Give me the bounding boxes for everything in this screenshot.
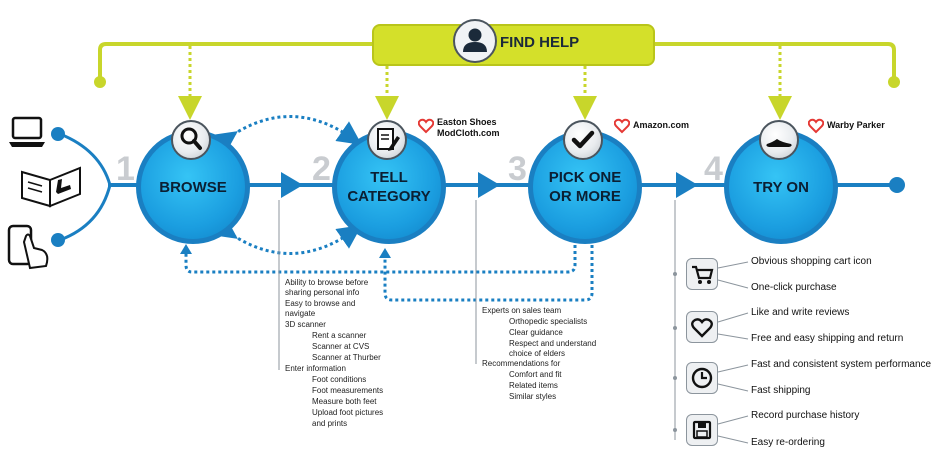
stage-browse-label: BROWSE (159, 178, 227, 196)
note-line: navigate (285, 309, 316, 318)
note-line: 3D scanner (285, 320, 326, 329)
note-line: Rent a scanner (312, 331, 367, 340)
note-line: Foot conditions (312, 375, 367, 384)
note-line: Easy to browse and (285, 299, 356, 308)
benefit-item: Fast and consistent system performance (751, 359, 932, 370)
benefit-item: Like and write reviews (751, 307, 850, 318)
tablet-hand-icon (6, 222, 54, 272)
notepad-pencil-icon (367, 120, 407, 160)
note-line: Related items (509, 381, 558, 390)
note-line: Respect and understand (509, 339, 597, 348)
benefit-item: Fast shipping (751, 385, 811, 396)
note-line: Ability to browse before (285, 278, 369, 287)
step-number-2: 2 (312, 150, 331, 188)
note-line: Foot measurements (312, 386, 384, 395)
heart-icon (686, 311, 718, 343)
brand-easton-shoes: Easton Shoes (437, 117, 497, 127)
note-line: Experts on sales team (482, 306, 562, 315)
heart-icon (417, 118, 435, 134)
device-connectors (59, 132, 112, 242)
step-number-1: 1 (116, 150, 135, 188)
stage-pick-label-line1: PICK ONE (548, 169, 622, 186)
shoe-icon (759, 120, 799, 160)
benefit-item: Obvious shopping cart icon (751, 256, 872, 267)
save-disk-icon (686, 414, 718, 446)
benefit-item: Easy re-ordering (751, 437, 825, 448)
benefit-item: One-click purchase (751, 282, 837, 293)
heart-icon (613, 118, 631, 134)
stage-try-on-label: TRY ON (753, 178, 809, 196)
timeline-end-dot (889, 177, 905, 193)
note-line: Upload foot pictures (312, 408, 384, 417)
note-line: sharing personal info (285, 288, 360, 297)
step-number-3: 3 (508, 150, 527, 188)
stage-tell-category-label-line2: CATEGORY (347, 188, 431, 205)
step-number-4: 4 (704, 150, 723, 188)
note-line: Orthopedic specialists (509, 317, 588, 326)
magnifier-icon (171, 120, 211, 160)
benefit-item: Free and easy shipping and return (751, 333, 904, 344)
note-line: Similar styles (509, 392, 557, 401)
note-line: Clear guidance (509, 328, 563, 337)
bracket-end-left (94, 76, 106, 88)
stage-tell-category-label-line1: TELL (370, 169, 408, 186)
note-line: Scanner at CVS (312, 342, 370, 351)
note-lines (278, 200, 676, 440)
brand-amazon: Amazon.com (633, 120, 690, 130)
note-line: Comfort and fit (509, 370, 562, 379)
heart-icon (807, 118, 825, 134)
laptop-icon (8, 112, 48, 152)
brand-warby-parker: Warby Parker (827, 120, 885, 130)
catalog-book-icon (18, 162, 86, 208)
note-line: and prints (312, 419, 348, 428)
note-line: Measure both feet (312, 397, 377, 406)
note-line: Scanner at Thurber (312, 353, 381, 362)
person-icon (452, 18, 498, 64)
note-line: Enter information (285, 364, 346, 373)
help-drop-lines (178, 46, 792, 120)
find-help-label: FIND HELP (500, 34, 580, 51)
checkmark-icon (563, 120, 603, 160)
shopping-cart-icon (686, 258, 718, 290)
browse-loop (211, 115, 362, 255)
note-line: Recommendations for (482, 359, 561, 368)
find-help-banner[interactable] (372, 24, 655, 66)
clock-icon (686, 362, 718, 394)
brand-modcloth: ModCloth.com (437, 128, 500, 138)
return-loops (184, 245, 594, 302)
bracket-end-right (888, 76, 900, 88)
benefit-item: Record purchase history (751, 410, 860, 421)
stage-pick-label-line2: OR MORE (549, 188, 621, 205)
help-bracket (98, 42, 896, 80)
note-line: choice of elders (509, 349, 566, 358)
stage-arrows (281, 172, 698, 198)
